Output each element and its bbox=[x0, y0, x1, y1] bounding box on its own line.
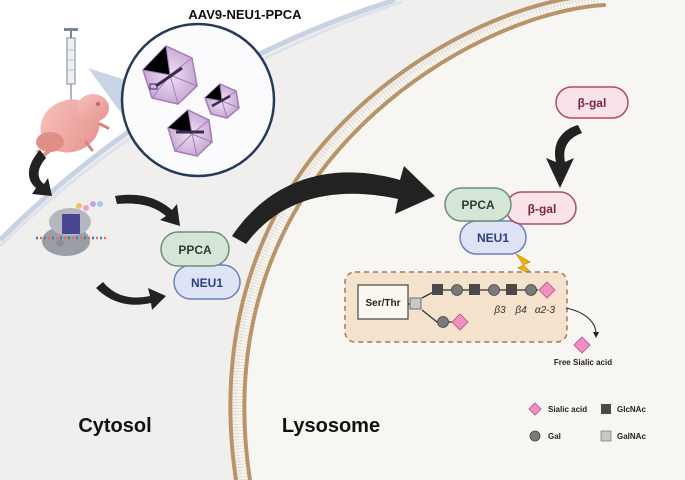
arrow-pup-to-ribosome bbox=[28, 150, 52, 196]
legend-gal-icon bbox=[529, 430, 541, 442]
neu1-label: NEU1 bbox=[191, 276, 223, 290]
ser-thr-label: Ser/Thr bbox=[365, 298, 400, 309]
lysosome-label: Lysosome bbox=[282, 415, 380, 437]
release-arrow bbox=[565, 307, 597, 335]
arrow-to-ppca bbox=[115, 194, 180, 226]
aav-capsid-bubble bbox=[88, 22, 276, 178]
legend-galnac-icon bbox=[600, 430, 612, 442]
ribosome-icon bbox=[36, 201, 108, 256]
glcnac-icon bbox=[432, 284, 443, 295]
sialic-acid-icon bbox=[538, 281, 556, 299]
capsid-icon bbox=[142, 45, 198, 105]
gal-icon bbox=[451, 284, 463, 296]
free-sialic-label: Free Sialic acid bbox=[554, 358, 612, 367]
legend-label: Sialic acid bbox=[548, 405, 587, 414]
ppca-neu1-cytosol: NEU1 PPCA bbox=[160, 231, 241, 300]
ser-thr-box bbox=[357, 284, 409, 320]
galnac-icon bbox=[409, 297, 422, 310]
legend-sialic-icon bbox=[528, 402, 542, 416]
bgal-label: β-gal bbox=[528, 202, 557, 216]
vector-title: AAV9-NEU1-PPCA bbox=[188, 7, 302, 22]
glycan-panel: Ser/Thr β3 β4 α2-3 bbox=[344, 271, 568, 343]
arrow-to-neu1 bbox=[96, 282, 166, 310]
lysosome-membrane bbox=[228, 0, 606, 480]
glcnac-icon bbox=[506, 284, 517, 295]
syringe-icon bbox=[64, 28, 78, 100]
arrow-to-lysosome bbox=[232, 166, 435, 244]
glcnac-icon bbox=[469, 284, 480, 295]
free-sialic-acid-icon bbox=[573, 336, 591, 354]
legend-glcnac-icon bbox=[601, 404, 611, 414]
gal-icon bbox=[488, 284, 500, 296]
legend-label: Gal bbox=[548, 432, 561, 441]
gal-icon bbox=[525, 284, 537, 296]
ppca-protein bbox=[444, 187, 512, 222]
legend: Sialic acid GlcNAc Gal GalNAc bbox=[528, 402, 646, 442]
ppca-protein bbox=[160, 231, 230, 267]
capsid-icon bbox=[167, 109, 213, 157]
linkage-beta4: β4 bbox=[514, 305, 527, 316]
arrow-bgal-to-complex bbox=[546, 125, 582, 188]
legend-label: GalNAc bbox=[617, 432, 646, 441]
flow-arrows bbox=[28, 125, 582, 310]
mouse-pup-icon bbox=[36, 94, 110, 158]
gal-icon bbox=[437, 316, 449, 328]
cytosol-label: Cytosol bbox=[78, 415, 151, 437]
linkage-alpha23: α2-3 bbox=[535, 305, 556, 316]
bgal-label: β-gal bbox=[578, 96, 607, 110]
capsid-icon bbox=[204, 83, 240, 119]
linkage-beta3: β3 bbox=[493, 305, 506, 316]
sialic-acid-icon bbox=[451, 313, 469, 331]
lysosomal-complex: NEU1 β-gal PPCA bbox=[444, 187, 577, 255]
ppca-label: PPCA bbox=[178, 243, 212, 257]
legend-label: GlcNAc bbox=[617, 405, 646, 414]
bgal-free: β-gal bbox=[555, 86, 629, 119]
neu1-label: NEU1 bbox=[477, 231, 509, 245]
ppca-label: PPCA bbox=[461, 198, 495, 212]
